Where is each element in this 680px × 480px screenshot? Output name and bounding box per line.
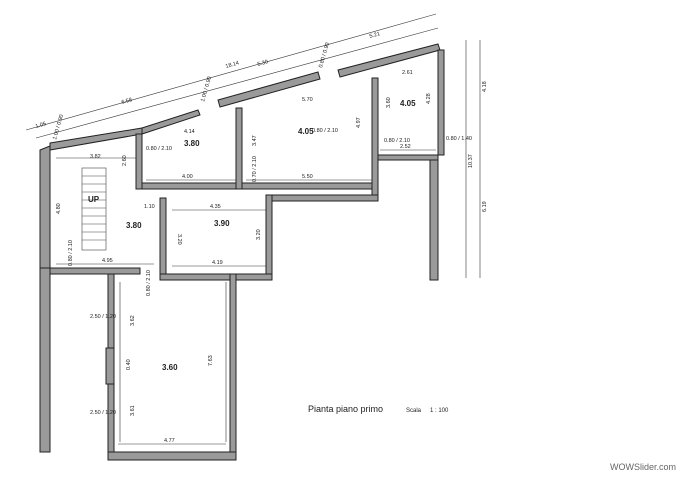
dim-3-62: 3.62	[130, 315, 136, 326]
dim-2-60: 2.60	[122, 155, 128, 166]
dim-5-50: 5.50	[302, 174, 313, 180]
wall-step-horizontal	[377, 154, 439, 161]
dim-total-top: 18.14	[225, 60, 240, 70]
wall-corridor-bottom	[49, 267, 141, 275]
window-dimensions: 1.00 / 0.90 0.80 / 0.90 1.00 / 0.90	[52, 42, 331, 141]
wall-stair-right	[265, 194, 379, 202]
right-dimensions: 4.18 10.37 6.19	[468, 81, 488, 212]
wall-right-bottom	[429, 159, 439, 281]
door-dim-1: 0.80 / 2.10	[146, 146, 172, 152]
dim-4-18: 4.18	[482, 81, 488, 92]
door-dim-6: 0.80 / 2.10	[68, 240, 74, 266]
room-height-4-05-center: 4.05	[298, 127, 314, 136]
dim-6-19: 6.19	[482, 201, 488, 212]
wall-top-center	[217, 71, 321, 108]
room-height-3-60: 3.60	[162, 363, 178, 372]
dim-1-10: 1.10	[144, 204, 155, 210]
wall-room-3-90-right	[265, 194, 273, 281]
door-dimensions: 0.80 / 2.10 0.80 / 2.10 0.80 / 1.40 0.80…	[68, 128, 472, 416]
dim-3-60: 3.60	[386, 97, 392, 108]
wall-partition-2	[235, 107, 243, 190]
window-dim-3: 1.00 / 0.90	[52, 114, 65, 141]
wall-top-right	[337, 43, 441, 78]
door-dim-8: 2.50 / 1.20	[90, 314, 116, 320]
dim-10-37: 10.37	[468, 154, 474, 168]
staircase: UP	[81, 167, 107, 251]
dim-segment-4: 5.21	[369, 31, 381, 40]
wall-top-mid	[141, 109, 201, 135]
plan-legend: Pianta piano primo Scala 1 : 100	[308, 404, 449, 414]
dim-7-63: 7.63	[208, 355, 214, 366]
wall-left-lower	[39, 267, 51, 453]
wall-right-top	[437, 49, 445, 156]
dim-3-47: 3.47	[252, 135, 258, 146]
dim-segment-3: 5.30	[257, 59, 269, 68]
room-height-4-05-right: 4.05	[400, 99, 416, 108]
dim-4-14: 4.14	[184, 129, 195, 135]
wall-left	[39, 145, 51, 269]
dim-2-61: 2.61	[402, 70, 413, 76]
door-dim-4: 0.80 / 2.10	[312, 128, 338, 134]
wall-lower-jamb	[105, 347, 115, 385]
wall-step-vertical	[371, 77, 379, 196]
door-dim-2: 0.80 / 2.10	[384, 138, 410, 144]
wall-top-left	[49, 127, 143, 151]
wall-lower-right	[229, 273, 237, 461]
dim-4-80: 4.80	[56, 203, 62, 214]
wall-mid-horizontal	[141, 182, 373, 190]
dim-segment-2: 6.58	[121, 97, 133, 106]
window-dim-2: 0.80 / 0.90	[318, 42, 331, 69]
door-dim-5: 0.70 / 2.10	[252, 156, 258, 182]
dim-4-35: 4.35	[210, 204, 221, 210]
stairs-label: UP	[88, 195, 100, 204]
dim-4-28: 4.28	[426, 93, 432, 104]
dim-3-61: 3.61	[130, 405, 136, 416]
room-height-3-80-top: 3.80	[184, 139, 200, 148]
door-dim-7: 0.80 / 2.10	[146, 270, 152, 296]
dim-3-82: 3.82	[90, 154, 101, 160]
wall-partition-3	[159, 197, 167, 275]
room-height-3-90: 3.90	[214, 219, 230, 228]
dim-3-20-a: 3.20	[176, 234, 182, 245]
dim-3-20-b: 3.20	[256, 229, 262, 240]
top-dimensions: 18.14 1.05 6.58 5.30 5.21	[35, 31, 381, 130]
watermark: WOWSlider.com	[610, 462, 676, 472]
dim-0-40: 0.40	[126, 359, 132, 370]
dim-4-97: 4.97	[356, 117, 362, 128]
wall-lower-bottom	[107, 451, 237, 461]
interior-dimensions: 4.14 5.70 2.61 3.82 4.00 5.50 2.52 4.35 …	[56, 70, 432, 444]
door-dim-9: 2.50 / 1.20	[90, 410, 116, 416]
scale-label: Scala	[406, 408, 422, 414]
wall-partition-1	[135, 133, 143, 190]
scale-value: 1 : 100	[430, 408, 449, 414]
dim-5-70: 5.70	[302, 97, 313, 103]
room-heights: 3.80 3.80 4.05 4.05 3.90 3.60	[126, 99, 416, 372]
plan-title: Pianta piano primo	[308, 404, 383, 414]
dim-2-52: 2.52	[400, 144, 411, 150]
dim-4-95: 4.95	[102, 258, 113, 264]
wall-room-3-90-bottom	[159, 273, 273, 281]
walls	[39, 43, 445, 461]
room-height-3-80-left: 3.80	[126, 221, 142, 230]
dim-segment-1: 1.05	[35, 121, 47, 130]
dimension-lines	[25, 13, 481, 445]
dim-4-19: 4.19	[212, 260, 223, 266]
door-dim-3: 0.80 / 1.40	[446, 136, 472, 142]
dim-4-00: 4.00	[182, 174, 193, 180]
dim-4-77: 4.77	[164, 438, 175, 444]
